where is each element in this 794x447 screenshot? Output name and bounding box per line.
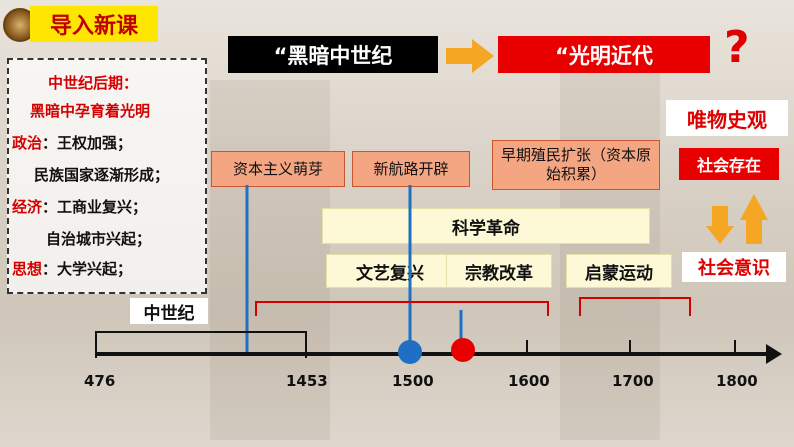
enlightenment-bracket xyxy=(580,298,690,316)
transition-arrow-icon xyxy=(446,39,494,73)
tick-label: 1600 xyxy=(508,372,550,390)
new-routes-dot xyxy=(398,340,422,364)
tick-label: 1500 xyxy=(392,372,434,390)
renaissance-bracket xyxy=(256,302,548,316)
tick-label: 1700 xyxy=(612,372,654,390)
up-arrow-icon xyxy=(740,194,768,244)
tick-label: 476 xyxy=(84,372,115,390)
tick-label: 1453 xyxy=(286,372,328,390)
tick-label: 1800 xyxy=(716,372,758,390)
reformation-dot xyxy=(451,338,475,362)
down-arrow-icon xyxy=(706,206,734,244)
timeline-arrow-icon xyxy=(766,344,782,364)
